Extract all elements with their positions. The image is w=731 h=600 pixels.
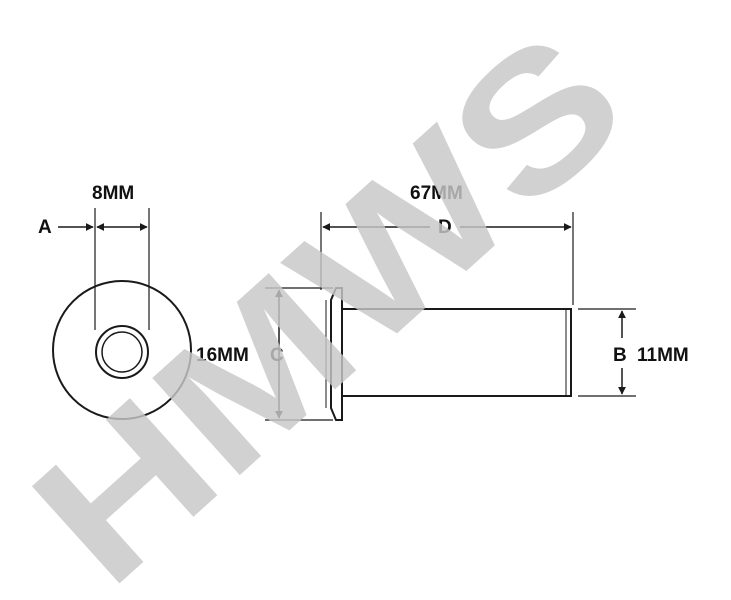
dimension-label-67mm: 67MM: [410, 183, 463, 204]
bore-inner-circle: [101, 331, 143, 373]
dimension-letter-a: A: [38, 217, 52, 238]
end-view: A 8MM: [38, 183, 192, 420]
dimension-letter-d: D: [438, 217, 452, 238]
dimension-letter-c: C: [270, 345, 284, 366]
dimension-label-8mm: 8MM: [92, 183, 134, 204]
side-view: D 67MM 16MM C B 11MM: [196, 183, 689, 421]
dimension-label-11mm: 11MM: [637, 345, 689, 366]
shank-body: [341, 308, 572, 397]
outer-washer-circle: [52, 280, 192, 420]
dimension-label-16mm: 16MM: [196, 345, 249, 366]
watermark: HMWS: [0, 0, 663, 600]
dimension-letter-b: B: [613, 345, 627, 366]
bore-outer-circle: [95, 325, 149, 379]
